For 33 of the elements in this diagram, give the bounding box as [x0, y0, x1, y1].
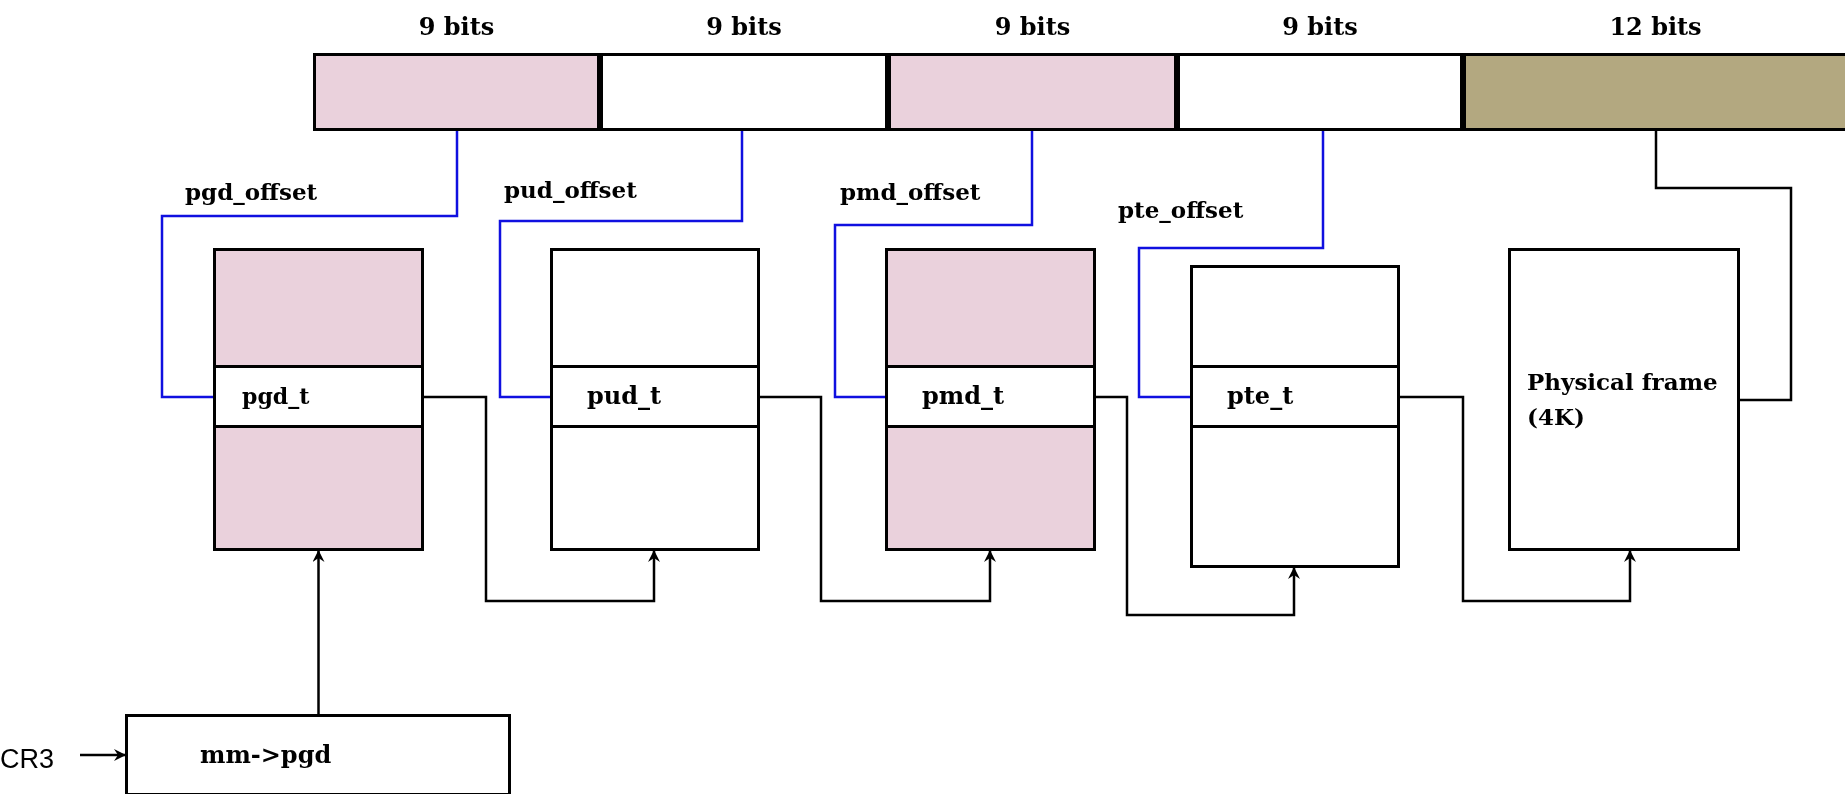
bit-width-label: 9 bits — [993, 12, 1072, 41]
page-table — [885, 248, 1096, 551]
bit-width-label: 12 bits — [1608, 12, 1703, 41]
entry-label: pmd_t — [922, 382, 1005, 411]
page-table — [213, 248, 424, 551]
entry-label: pte_t — [1227, 382, 1294, 411]
table-entry — [213, 365, 424, 428]
register-value: mm->pgd — [200, 740, 332, 770]
arrow — [1400, 395, 1636, 603]
arrow — [424, 395, 660, 603]
table-entry — [1190, 365, 1400, 428]
entry-label: pgd_t — [242, 383, 310, 410]
connector-line — [160, 131, 459, 399]
frame-box — [1508, 248, 1740, 551]
connector-line — [833, 131, 1034, 399]
connector-line — [1137, 131, 1325, 399]
frame-label: Physical frame (4K) — [1527, 367, 1719, 432]
arrow — [80, 749, 126, 761]
page-table — [1190, 265, 1400, 568]
arrow — [1096, 395, 1300, 617]
entry-label: pud_t — [587, 382, 662, 411]
register-name: CR3 — [0, 742, 54, 776]
connector-line — [1654, 131, 1793, 402]
table-entry — [550, 365, 760, 428]
connector-line — [498, 131, 744, 399]
arrow — [760, 395, 996, 603]
register-box — [125, 714, 511, 794]
bit-width-label: 9 bits — [417, 12, 496, 41]
arrow — [312, 550, 325, 714]
table-entry — [885, 365, 1096, 428]
bit-width-label: 9 bits — [705, 12, 783, 41]
page-table — [550, 248, 760, 551]
bit-width-label: 9 bits — [1281, 12, 1359, 41]
